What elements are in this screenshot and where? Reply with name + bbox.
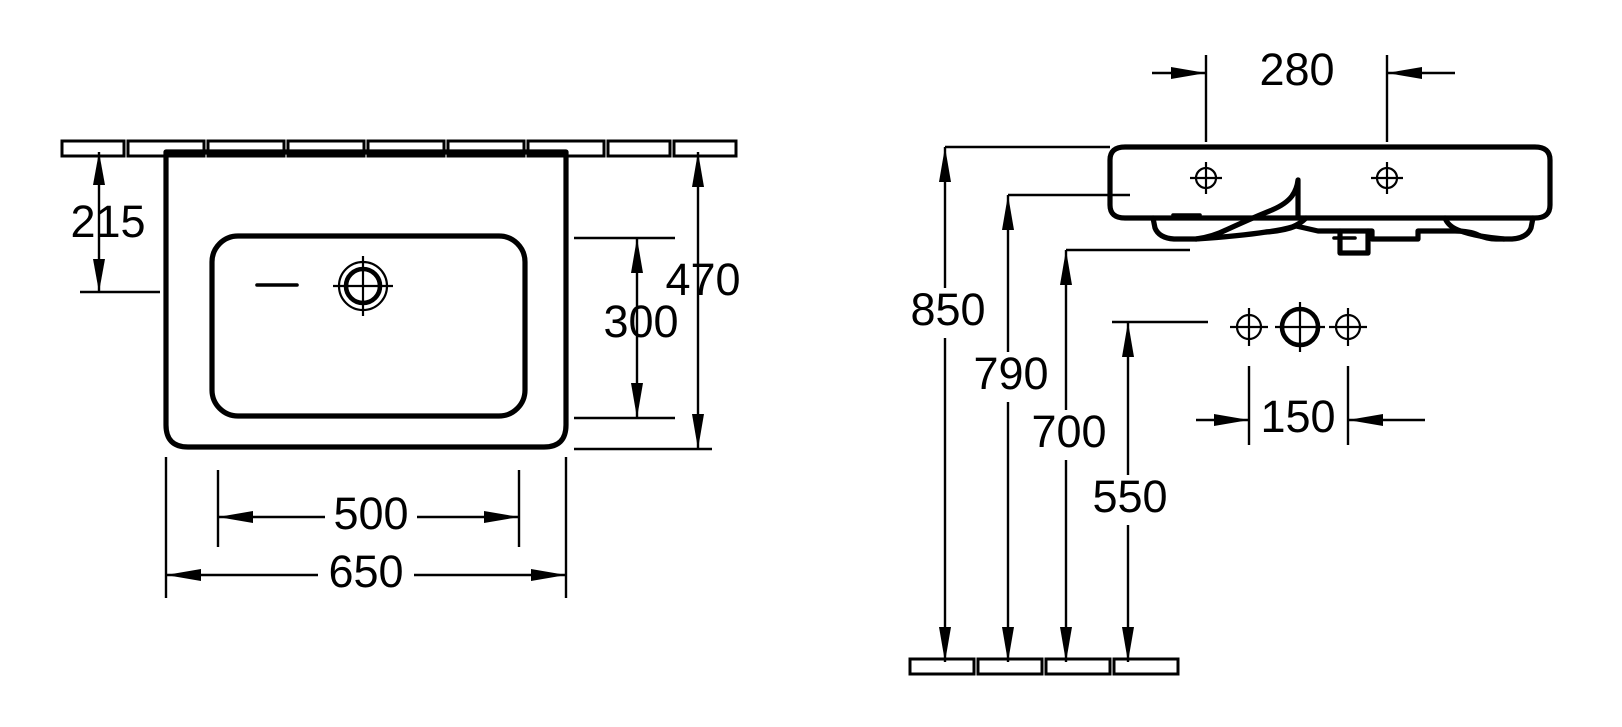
dimension-500-label: 500 <box>333 488 408 539</box>
basin-underside-profile <box>1150 177 1301 242</box>
fixing-hole-left <box>1190 162 1222 194</box>
dimension-215-label: 215 <box>70 196 145 247</box>
drain-outlet <box>333 256 393 316</box>
tap-hole-side-right <box>1329 308 1367 346</box>
dimension-650: 650 <box>164 457 568 599</box>
dimension-470-label: 470 <box>665 254 740 305</box>
basin-bowl-outline <box>209 233 528 419</box>
basin-slab-outline <box>1107 144 1553 221</box>
dimension-700-label: 700 <box>1031 406 1106 457</box>
tap-hole-side-left <box>1230 308 1268 346</box>
basin-apron-curve-right <box>1442 215 1507 242</box>
tap-hole-center <box>1275 302 1325 352</box>
dimension-150-label: 150 <box>1260 391 1335 442</box>
fixing-hole-right <box>1371 162 1403 194</box>
dimension-280-label: 280 <box>1259 44 1334 95</box>
overflow-boss <box>1337 228 1371 256</box>
dimension-790: 790 <box>971 193 1130 662</box>
dimension-650-label: 650 <box>328 546 403 597</box>
dimension-280: 280 <box>1152 44 1455 142</box>
wall-hatching <box>60 139 738 158</box>
tap-hole-group <box>1230 302 1367 352</box>
dimension-150: 150 <box>1196 366 1425 445</box>
dimension-300-label: 300 <box>603 296 678 347</box>
dimension-700: 700 <box>1029 248 1190 662</box>
elevation-view: 280 <box>908 44 1553 676</box>
dimension-215: 215 <box>70 152 160 294</box>
dimension-300: 300 <box>574 236 679 420</box>
dimension-500: 500 <box>216 470 521 547</box>
dimension-550-label: 550 <box>1092 471 1167 522</box>
dimension-470: 470 <box>574 152 741 451</box>
floor-hatching <box>908 657 1180 676</box>
dimension-850: 850 <box>908 145 1110 662</box>
dimension-790-label: 790 <box>973 348 1048 399</box>
basin-outline <box>163 149 569 450</box>
dimension-550: 550 <box>1091 320 1208 662</box>
plan-view: 215 300 470 500 <box>60 139 741 599</box>
dimension-850-label: 850 <box>910 284 985 335</box>
